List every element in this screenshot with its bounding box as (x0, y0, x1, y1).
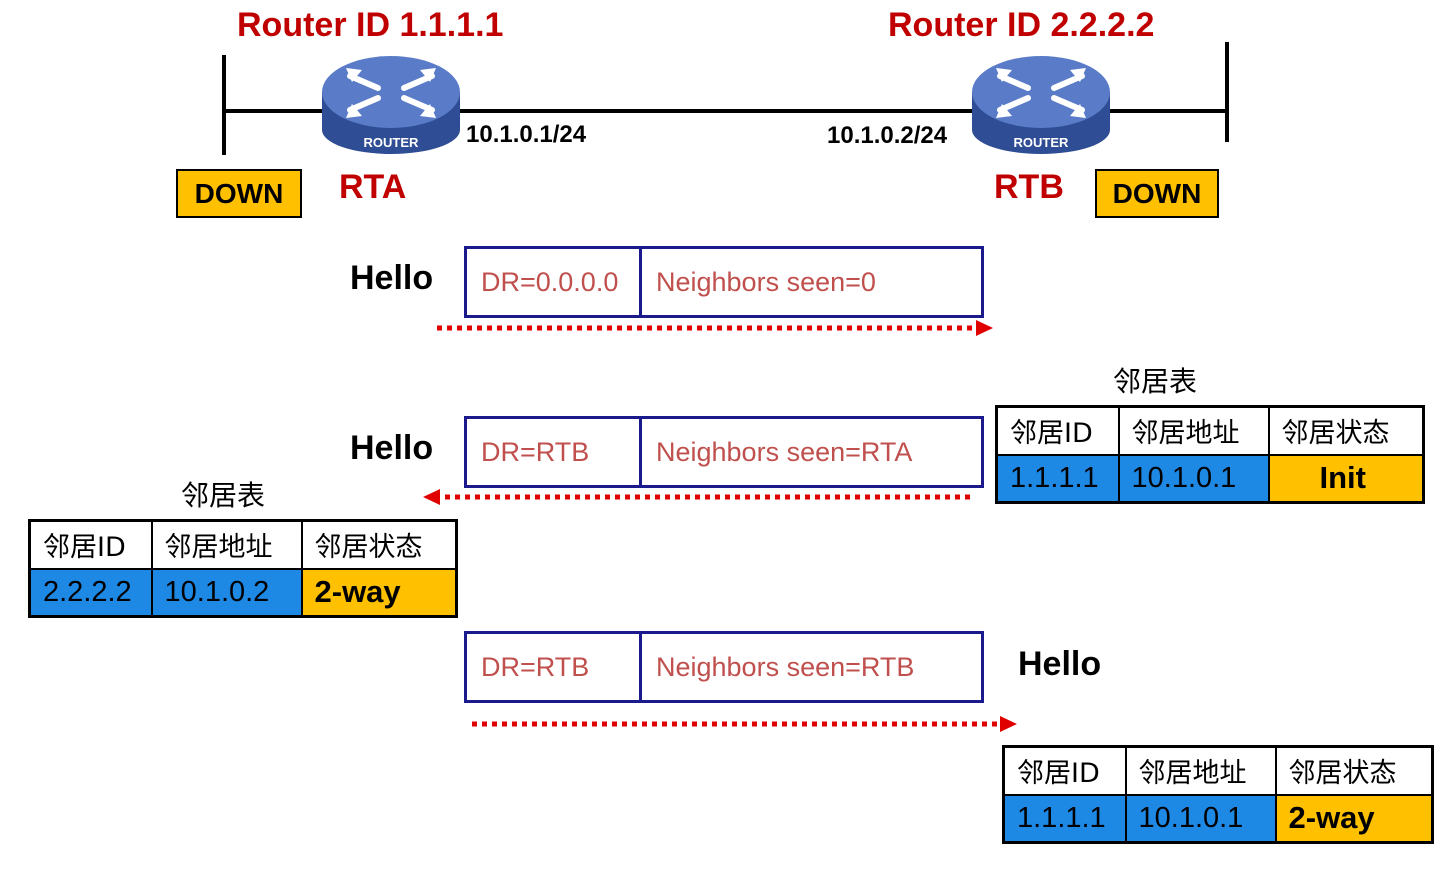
rta-name: RTA (339, 168, 407, 206)
header-neighbor-id: 邻居ID (28, 519, 153, 570)
rtb-router-icon: ROUTER (972, 56, 1110, 154)
arrow-hello-2 (423, 489, 970, 505)
packet-neighbors-field: Neighbors seen=RTB (656, 651, 915, 682)
cell-neighbor-address: 10.1.0.2 (150, 567, 303, 618)
packet-neighbors-field: Neighbors seen=RTA (656, 436, 913, 467)
rta-router-icon-label: ROUTER (364, 135, 420, 150)
rtb-neighbor-table-init: 邻居ID 邻居地址 邻居状态 1.1.1.1 10.1.0.1 Init (995, 405, 1425, 504)
header-neighbor-address: 邻居地址 (150, 519, 303, 570)
hello-label-1: Hello (350, 259, 434, 297)
packet-dr-field: DR=RTB (467, 634, 642, 700)
arrow-hello-1 (437, 320, 993, 336)
rta-neighbor-table: 邻居ID 邻居地址 邻居状态 2.2.2.2 10.1.0.2 2-way (28, 519, 458, 618)
header-neighbor-state: 邻居状态 (300, 519, 458, 570)
packet-neighbors-field: Neighbors seen=0 (656, 266, 876, 297)
header-neighbor-state: 邻居状态 (1267, 405, 1425, 456)
cell-neighbor-state: 2-way (1274, 793, 1434, 844)
cell-neighbor-address: 10.1.0.1 (1124, 793, 1277, 844)
hello-label-3: Hello (1018, 645, 1102, 683)
header-neighbor-address: 邻居地址 (1117, 405, 1270, 456)
rtb-ip: 10.1.0.2/24 (827, 122, 948, 149)
cell-neighbor-state: 2-way (300, 567, 458, 618)
rta-neighbor-table-title: 邻居表 (181, 479, 266, 512)
rta-state-badge: DOWN (176, 169, 302, 218)
cell-neighbor-state: Init (1267, 453, 1425, 504)
hello-packet-3: DR=RTB Neighbors seen=RTB (464, 631, 984, 703)
rtb-router-icon-label: ROUTER (1014, 135, 1070, 150)
header-neighbor-id: 邻居ID (1002, 745, 1127, 796)
rtb-state-badge: DOWN (1095, 169, 1219, 218)
rtb-router-id: Router ID 2.2.2.2 (888, 6, 1155, 44)
hello-label-2: Hello (350, 429, 434, 467)
packet-dr-field: DR=RTB (467, 419, 642, 485)
arrow-hello-3 (472, 716, 1017, 732)
cell-neighbor-id: 2.2.2.2 (28, 567, 153, 618)
rtb-neighbor-table-title: 邻居表 (1113, 365, 1198, 398)
rtb-name: RTB (994, 168, 1064, 206)
cell-neighbor-id: 1.1.1.1 (995, 453, 1120, 504)
rtb-neighbor-table-2way: 邻居ID 邻居地址 邻居状态 1.1.1.1 10.1.0.1 2-way (1002, 745, 1434, 844)
header-neighbor-id: 邻居ID (995, 405, 1120, 456)
hello-packet-2: DR=RTB Neighbors seen=RTA (464, 416, 984, 488)
hello-packet-1: DR=0.0.0.0 Neighbors seen=0 (464, 246, 984, 318)
header-neighbor-state: 邻居状态 (1274, 745, 1434, 796)
packet-dr-field: DR=0.0.0.0 (467, 249, 642, 315)
header-neighbor-address: 邻居地址 (1124, 745, 1277, 796)
cell-neighbor-address: 10.1.0.1 (1117, 453, 1270, 504)
rta-router-id: Router ID 1.1.1.1 (237, 6, 504, 44)
rta-ip: 10.1.0.1/24 (466, 121, 587, 148)
cell-neighbor-id: 1.1.1.1 (1002, 793, 1127, 844)
rta-router-icon: ROUTER (322, 56, 460, 154)
